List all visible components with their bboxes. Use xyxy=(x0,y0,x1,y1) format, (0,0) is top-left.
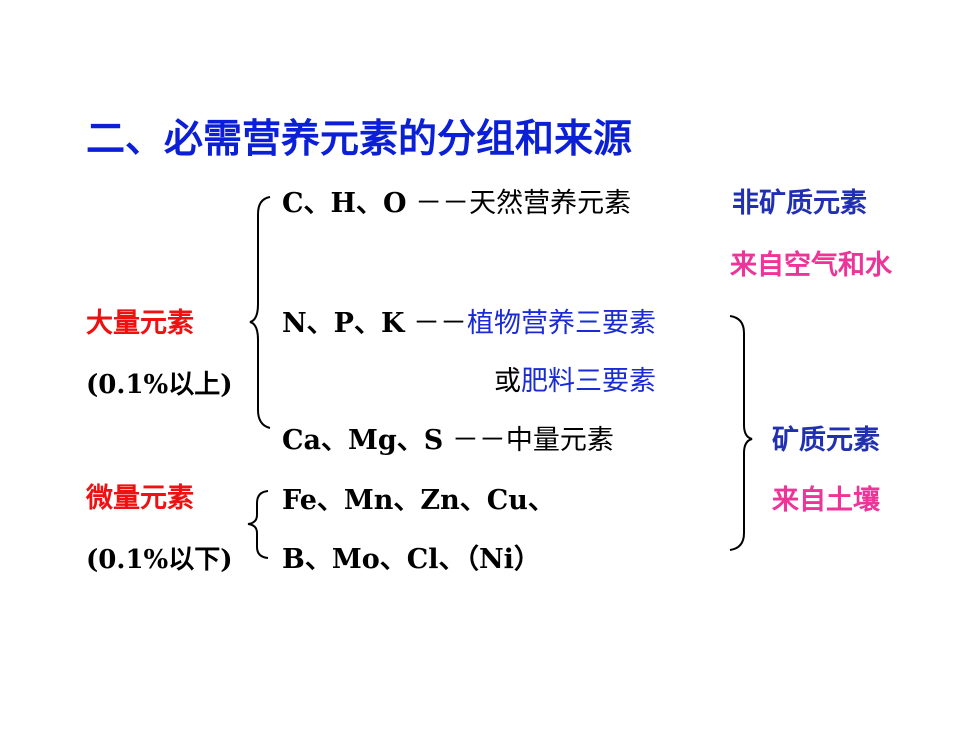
macro-label: 大量元素 xyxy=(86,308,194,339)
mineral-label: 矿质元素 xyxy=(772,425,880,456)
macro-left-brace xyxy=(249,196,271,429)
micro-range: (0.1%以下) xyxy=(86,545,233,575)
macro-row-camgs-desc: 中量元素 xyxy=(505,425,614,456)
macro-row-cho-dash: －－ xyxy=(415,188,470,219)
macro-row-npk-alt: 或肥料三要素 xyxy=(494,368,656,395)
macro-row-npk-alt-desc: 肥料三要素 xyxy=(521,366,656,397)
macro-row-npk-dash: －－ xyxy=(413,308,468,339)
from-soil-label: 来自土壤 xyxy=(772,485,880,516)
macro-row-camgs-dash: －－ xyxy=(451,425,506,456)
macro-row-camgs: Ca、Mg、S －－中量元素 xyxy=(282,427,614,454)
macro-row-camgs-elements: Ca、Mg、S xyxy=(282,425,444,456)
macro-row-cho-desc: 天然营养元素 xyxy=(469,188,632,219)
page-title: 二、必需营养元素的分组和来源 xyxy=(86,117,633,162)
macro-row-cho: C、H、O －－天然营养元素 xyxy=(282,190,631,217)
from-air-label: 来自空气和水 xyxy=(730,250,892,281)
macro-range: (0.1%以上) xyxy=(86,370,233,400)
micro-row-1-elements: Fe、Mn、Zn、Cu、 xyxy=(282,485,555,516)
micro-row-1: Fe、Mn、Zn、Cu、 xyxy=(282,487,555,514)
macro-row-npk: N、P、K －－植物营养三要素 xyxy=(282,310,656,337)
macro-row-cho-elements: C、H、O xyxy=(282,188,407,219)
macro-row-npk-desc: 植物营养三要素 xyxy=(467,308,657,339)
non-mineral-label: 非矿质元素 xyxy=(732,188,867,219)
mineral-right-brace xyxy=(729,315,753,551)
macro-row-npk-elements: N、P、K xyxy=(282,308,405,339)
micro-label: 微量元素 xyxy=(86,483,194,514)
macro-row-npk-alt-prefix: 或 xyxy=(494,366,521,397)
micro-left-brace xyxy=(247,490,269,559)
micro-row-2-elements: B、Mo、Cl、（Ni） xyxy=(282,544,541,575)
micro-row-2: B、Mo、Cl、（Ni） xyxy=(282,546,541,573)
